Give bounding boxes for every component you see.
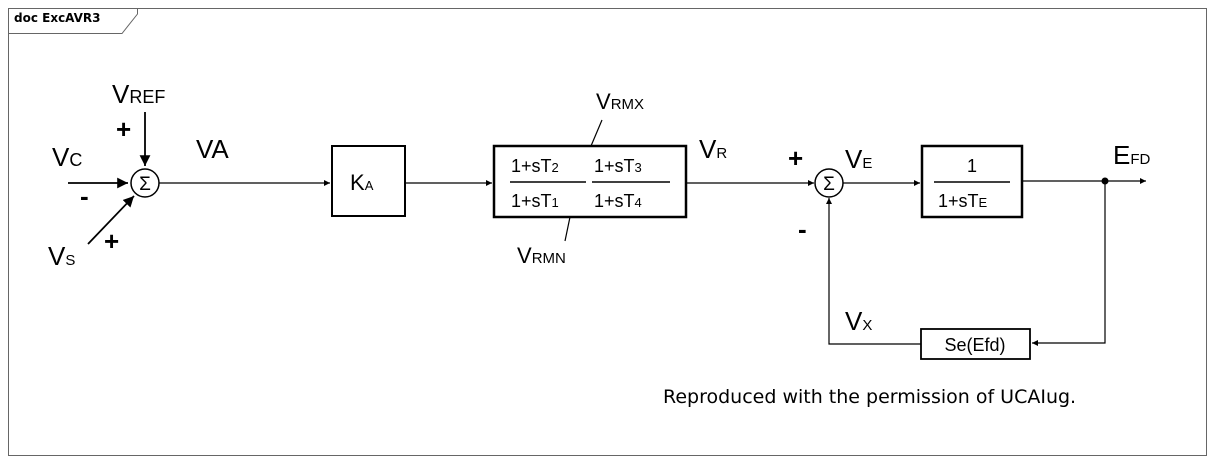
saturation-block: Se(Efd) [920,328,1031,360]
vs-line [87,195,135,245]
header-tab [8,8,138,34]
te-numerator: 1 [967,156,977,176]
summing-junction-1: Σ [130,168,160,198]
te-denominator: 1+sTE [938,191,988,211]
lead-lag-num2: 1+sT3 [594,156,642,176]
vs-sign: + [104,226,119,256]
ka-label: KA [350,170,374,195]
lead-lag-block: 1+sT2 1+sT1 1+sT3 1+sT4 [492,144,688,219]
te-block: 1 1+sTE [920,144,1024,219]
vref-sign: + [116,114,131,144]
vx-label: VX [845,306,872,336]
vrmn-marker [564,216,571,242]
efd-label: EFD [1113,140,1151,170]
vr-label: VR [699,134,727,164]
lead-lag-den2: 1+sT4 [594,191,642,211]
saturation-label: Se(Efd) [944,335,1005,355]
vref-label: VREF [112,79,165,109]
va-label: VA [196,134,229,164]
ve-label: VE [845,144,872,174]
permission-note: Reproduced with the permission of UCAIug… [663,386,1076,408]
vrmn-label: VRMN [517,243,566,268]
sigma-symbol-2: Σ [823,174,835,195]
vs-label: VS [48,241,75,271]
ka-block: KA [331,145,406,217]
summer2-plus: + [788,143,803,173]
diagram-title: doc ExcAVR3 [14,11,101,25]
diagram-frame [8,8,1207,456]
vrmx-label: VRMX [596,89,644,114]
summer2-minus: - [798,214,807,244]
feedback-line-2 [826,198,921,345]
lead-lag-den1: 1+sT1 [511,191,559,211]
vrmx-marker [590,119,603,147]
vc-label: VC [52,142,82,172]
vc-sign: - [80,181,89,211]
sigma-symbol: Σ [139,174,151,195]
lead-lag-num1: 1+sT2 [511,156,559,176]
feedback-line-1 [1032,181,1106,346]
summing-junction-2: Σ [814,168,844,198]
